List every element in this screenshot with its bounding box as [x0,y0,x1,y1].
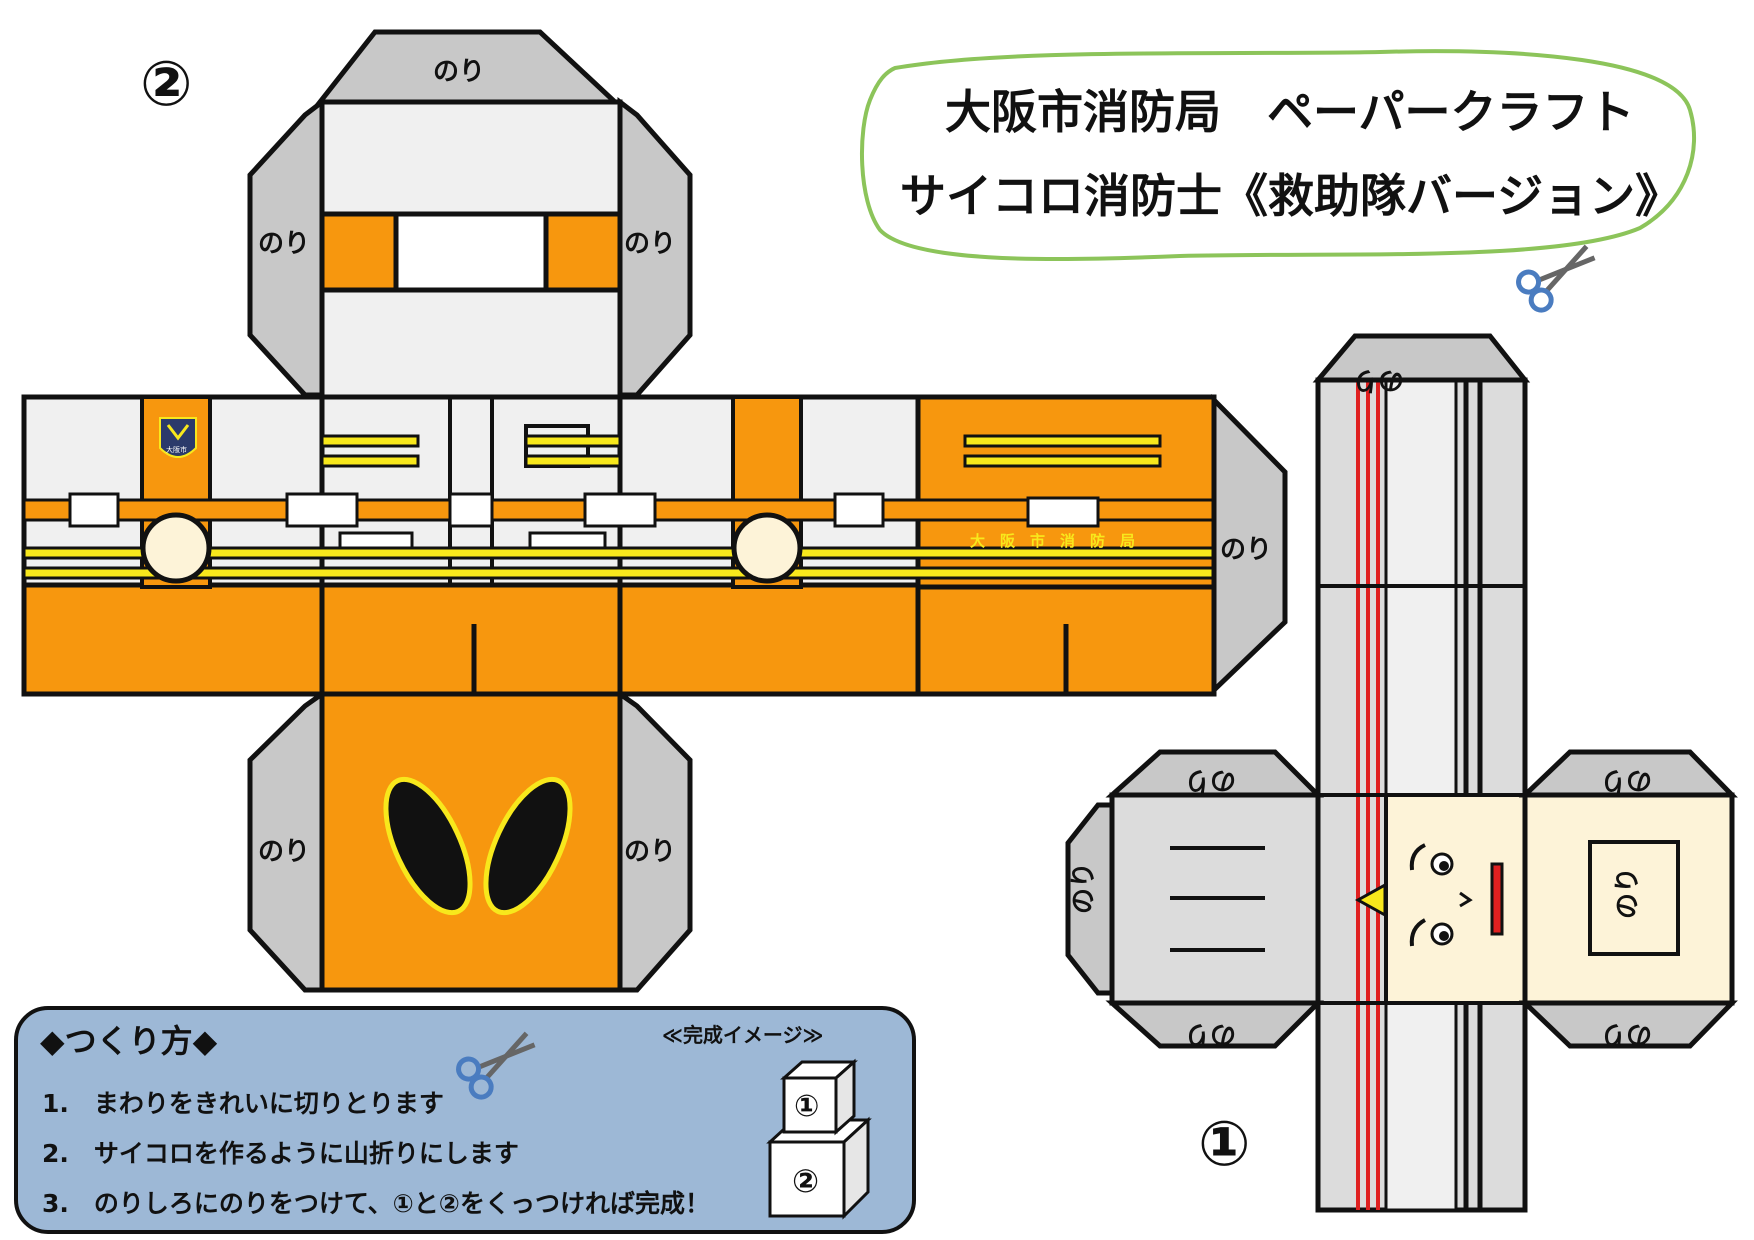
button-right [731,512,803,584]
svg-text:大阪市: 大阪市 [166,445,187,454]
svg-text:②: ② [792,1162,819,1200]
title-box: 大阪市消防局 ペーパークラフト サイコロ消防士《救助隊バージョン》 [859,49,1697,262]
finished-image-label: ≪完成イメージ≫ [662,1023,823,1047]
instruction-step-3: 3. のりしろにのりをつけて、①と②をくっつければ完成！ [42,1189,710,1218]
scissors-icon [456,1031,536,1100]
glue-tab-body-right: のり [1211,393,1288,696]
glue-tab-head-left: のり [247,96,325,398]
svg-text:のり: のり [258,837,310,867]
glue-tab-part1-left: のり [1065,802,1115,996]
svg-text:のり: のり [433,57,485,87]
svg-text:のり: のり [1352,365,1404,395]
glue-tab-part1-right-top: のり [1518,749,1738,798]
svg-text:のり: のり [1600,765,1652,795]
svg-text:のり: のり [1220,535,1272,565]
boot-right [483,776,573,916]
part1-left-face [1109,792,1321,1006]
glue-tab-part1-top: のり [1312,333,1531,395]
svg-text:のり: のり [624,837,676,867]
svg-text:のり: のり [1613,867,1643,919]
part-number-2: ② [140,47,193,120]
button-left [140,512,212,584]
boot-left [383,776,473,916]
bottom-face [319,691,623,993]
part1-right-face: のり [1522,792,1735,1006]
instructions-box: ◆つくり方◆ ≪完成イメージ≫ 1. まわりをきれいに切りとります 2. サイコ… [14,1006,916,1234]
part-number-1: ① [1198,1107,1251,1180]
scissors-icon [1516,244,1596,313]
glue-tab-part1-right-bottom: のり [1518,1000,1738,1049]
glue-tab-part1-left-bottom: のり [1105,1000,1325,1049]
face-panel [1354,793,1527,1005]
glue-tab-head-right: のり [617,96,693,398]
svg-text:のり: のり [1069,862,1099,914]
body-text: 大 阪 市 消 防 局 [970,532,1135,550]
svg-text:のり: のり [258,229,310,259]
svg-text:のり: のり [1184,765,1236,795]
emblem-icon: 大阪市 [159,417,197,458]
body-strip: 大 阪 市 消 防 局 [21,394,1217,697]
title-line-2: サイコロ消防士《救助隊バージョン》 [900,169,1681,223]
glue-tab-bottom-left: のり [247,689,325,993]
svg-text:①: ① [794,1089,819,1124]
glue-tab-part1-left-top: のり [1105,749,1325,798]
title-line-1: 大阪市消防局 ペーパークラフト [945,85,1635,139]
glue-tab-top: のり [314,29,622,105]
helmet-band-right [543,211,623,293]
svg-text:のり: のり [1600,1019,1652,1049]
svg-text:のり: のり [1184,1019,1236,1049]
instructions-heading: ◆つくり方◆ [40,1022,218,1060]
glue-tab-bottom-right: のり [617,689,693,993]
instruction-step-2: 2. サイコロを作るように山折りにします [42,1139,519,1168]
svg-text:のり: のり [624,229,676,259]
helmet-band-left [319,211,399,293]
cube-preview-icon: ② ① [766,1058,872,1220]
instruction-step-1: 1. まわりをきれいに切りとります [42,1089,444,1118]
